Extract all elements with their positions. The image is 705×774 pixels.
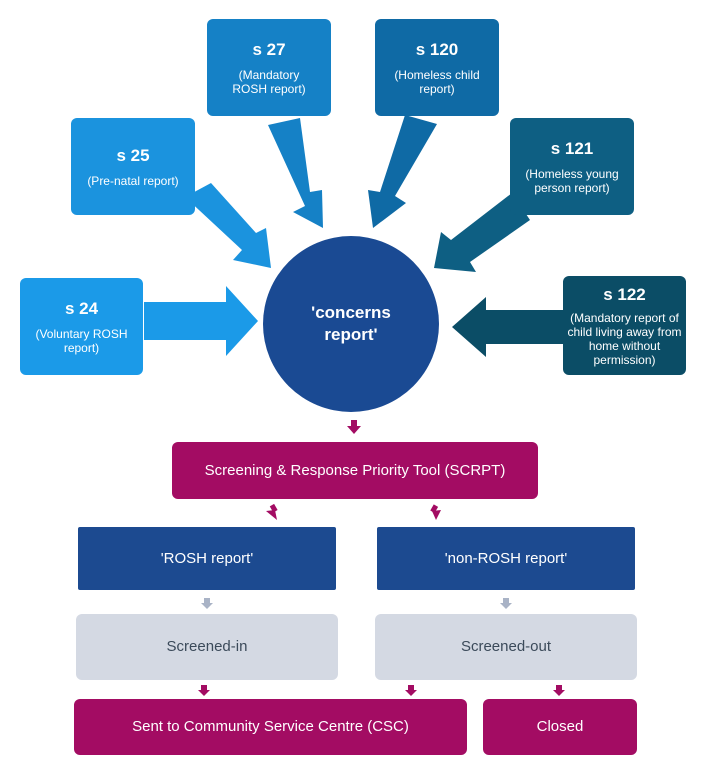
small-arrow-tool-to-nonrosh [430,504,441,520]
screened-in-label: Screened-in [166,638,248,655]
non-rosh-report-box: 'non-ROSH report' [377,527,635,590]
small-arrow-out-to-csc [405,685,417,696]
scrpt-tool-label: Screening & Response Priority Tool (SCRP… [204,461,506,479]
arrow-s121 [434,193,530,272]
closed-label: Closed [536,718,584,735]
s27-desc: (Mandatory ROSH report) [232,67,306,96]
s25-desc: (Pre-natal report) [87,173,179,188]
s122-box: s 122 (Mandatory report of child living … [563,276,686,375]
s120-box: s 120 (Homeless child report) [375,19,499,116]
arrow-s25 [185,183,271,268]
non-rosh-report-label: 'non-ROSH report' [444,549,568,567]
small-arrow-out-to-closed [553,685,565,696]
s24-box: s 24 (Voluntary ROSH report) [20,278,143,375]
s121-code: s 121 [550,138,594,158]
screened-out-box: Screened-out [375,614,637,680]
s24-code: s 24 [64,298,99,318]
closed-box: Closed [483,699,637,755]
small-arrow-nonrosh-to-out [500,598,512,609]
concerns-report-label: 'concerns report' [311,303,391,344]
screened-out-label: Screened-out [460,638,552,655]
arrow-s24 [144,286,258,356]
s122-code: s 122 [603,284,646,304]
s25-code: s 25 [116,145,150,165]
s25-box: s 25 (Pre-natal report) [71,118,195,215]
s122-desc: (Mandatory report of child living away f… [567,310,682,367]
s24-desc: (Voluntary ROSH report) [35,326,128,355]
small-arrow-rosh-to-in [201,598,213,609]
arrow-s27 [268,118,323,228]
s120-code: s 120 [415,39,459,59]
scrpt-tool-box: Screening & Response Priority Tool (SCRP… [172,442,538,499]
small-arrow-in-to-csc [198,685,210,696]
csc-label: Sent to Community Service Centre (CSC) [132,718,409,735]
s121-desc: (Homeless young person report) [525,166,619,195]
s121-box: s 121 (Homeless young person report) [510,118,634,215]
s27-box: s 27 (Mandatory ROSH report) [207,19,331,116]
arrow-s120 [368,115,437,228]
s27-code: s 27 [252,39,286,59]
arrow-s122 [452,297,563,357]
small-arrow-tool-to-rosh [266,503,278,520]
small-arrow-circle-to-tool [347,420,361,434]
csc-box: Sent to Community Service Centre (CSC) [74,699,467,755]
rosh-report-box: 'ROSH report' [78,527,336,590]
screened-in-box: Screened-in [76,614,338,680]
rosh-report-label: 'ROSH report' [160,549,254,567]
concerns-report-circle: 'concerns report' [263,236,439,412]
s120-desc: (Homeless child report) [394,67,480,96]
